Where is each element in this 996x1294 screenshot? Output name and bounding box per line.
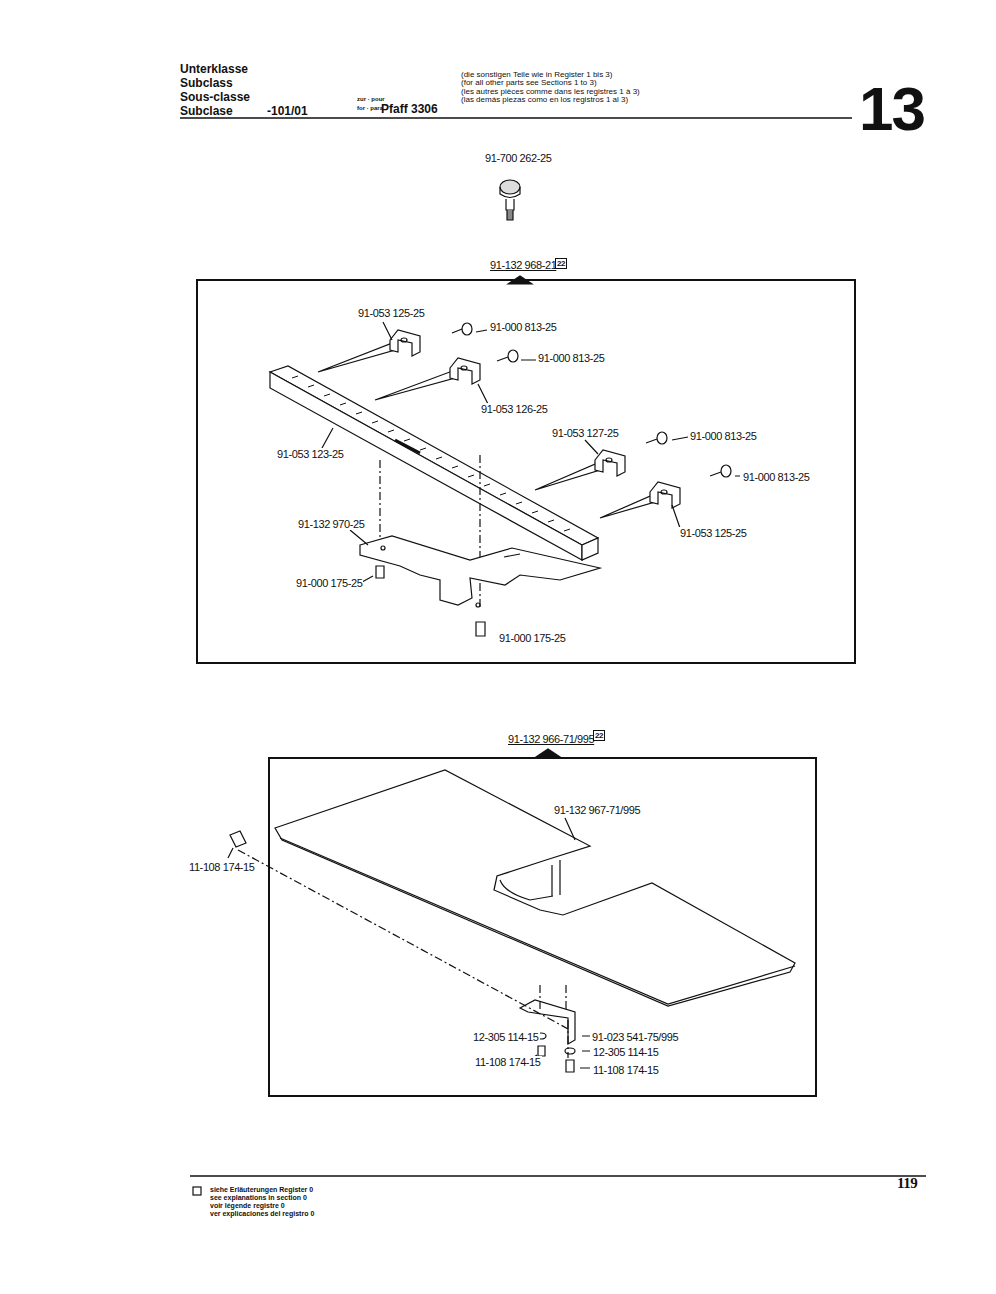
part-number: 12-305 114-15 [472,1031,540,1043]
assembly-number: 91-132 966-71/995 [508,733,594,745]
part-number: 12-305 114-15 [592,1046,660,1058]
part-number: 91-000 813-25 [489,321,557,333]
part-number: 11-108 174-15 [474,1056,542,1068]
part-number: 91-000 813-25 [537,352,605,364]
header-text: for · para [356,105,384,112]
header-text: Subclase [179,105,234,117]
reference-symbol: 22 [593,730,605,741]
header-text: -101/01 [266,105,309,117]
part-number: 91-000 175-25 [498,632,566,644]
header-text: siehe Erläuterungen Register 0 [209,1186,314,1194]
header-text: (die sonstigen Teile wie in Register 1 b… [460,70,613,79]
part-number: 91-000 813-25 [742,471,810,483]
part-number: 91-132 970-25 [297,518,365,530]
header-text: Unterklasse [179,63,249,75]
part-number: 91-053 126-25 [480,403,548,415]
header-text: Pfaff 3306 [380,103,439,115]
section-number: 13 [858,78,925,140]
part-number: 91-023 541-75/995 [591,1031,679,1043]
header-text: (les autres pièces comme dans les regist… [460,87,641,96]
part-number: 11-108 174-15 [188,861,256,873]
header-text: (for all other parts see Sections 1 to 3… [460,78,598,87]
part-number: 91-053 127-25 [551,427,619,439]
header-text: see explanations in section 0 [209,1194,308,1202]
header-text: ver explicaciones del registro 0 [209,1210,315,1218]
page-number: 119 [896,1174,918,1192]
header-text: Sous-classe [179,91,251,103]
part-number: 91-700 262-25 [484,152,552,164]
part-number: 91-000 813-25 [689,430,757,442]
header-text: zur · pour [356,96,386,103]
part-number: 91-053 123-25 [276,448,344,460]
parts-frame: 91-132 966-71/995 [268,757,817,1097]
header-text: (las demás piezas como en los registros … [460,95,629,104]
header-text: Subclass [179,77,234,89]
part-number: 91-000 175-25 [295,577,363,589]
part-number: 91-053 125-25 [357,307,425,319]
header-text: voir légende registre 0 [209,1202,286,1210]
assembly-number: 91-132 968-21 [490,259,556,271]
part-number: 91-053 125-25 [679,527,747,539]
reference-symbol: 22 [555,258,567,269]
part-number: 91-132 967-71/995 [553,804,641,816]
part-number: 11-108 174-15 [592,1064,660,1076]
